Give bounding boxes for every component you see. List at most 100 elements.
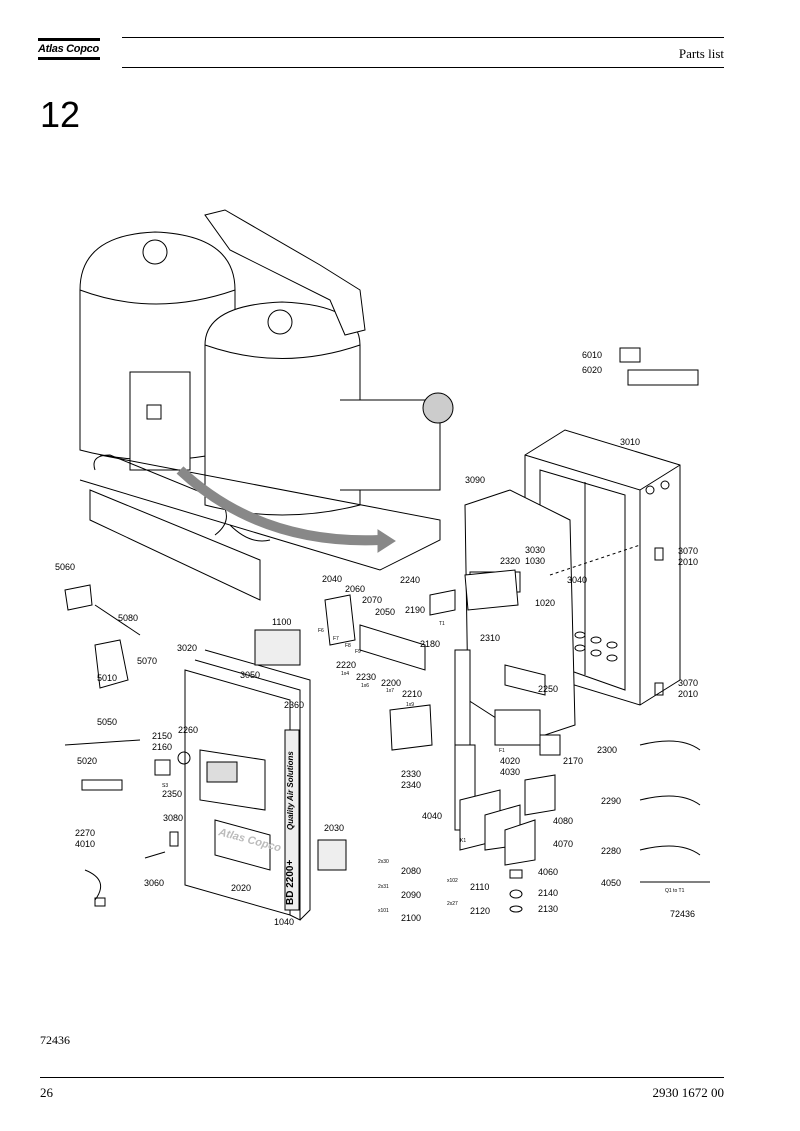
part-label: 3020 <box>177 643 197 653</box>
header-rule-top <box>122 37 724 38</box>
part-label: 3070 <box>678 546 698 556</box>
part-label: 2330 <box>401 769 421 779</box>
part-label: 2280 <box>601 846 621 856</box>
part-label: 2150 <box>152 731 172 741</box>
small-mark: F6 <box>318 628 324 634</box>
part-label: 6020 <box>582 365 602 375</box>
part-label: 2140 <box>538 888 558 898</box>
part-label: 2230 <box>356 672 376 682</box>
small-mark: F1 <box>499 748 505 754</box>
part-label: 2160 <box>152 742 172 752</box>
panel-quality-text: Quality Air Solutions <box>286 751 295 830</box>
part-label: 3070 <box>678 678 698 688</box>
part-label: 1040 <box>274 917 294 927</box>
part-label: 2010 <box>678 557 698 567</box>
small-mark: F9 <box>355 649 361 655</box>
part-label: 2050 <box>375 607 395 617</box>
part-label: 2240 <box>400 575 420 585</box>
part-label: 3010 <box>620 437 640 447</box>
part-label: 4020 <box>500 756 520 766</box>
small-mark: 2x30 <box>378 859 389 865</box>
small-mark: T1 <box>439 621 445 627</box>
part-label: 4060 <box>538 867 558 877</box>
part-label: 4030 <box>500 767 520 777</box>
figure-id: 72436 <box>670 909 695 919</box>
part-label: 2030 <box>324 823 344 833</box>
flow-arrow <box>176 466 381 546</box>
part-label: 2350 <box>162 789 182 799</box>
small-mark: 1x7 <box>386 688 394 694</box>
small-mark: 1x9 <box>406 702 414 708</box>
part-label: 2180 <box>420 639 440 649</box>
part-label: 5020 <box>77 756 97 766</box>
part-label: 2130 <box>538 904 558 914</box>
part-label: 2320 <box>500 556 520 566</box>
small-mark: 1x4 <box>341 671 349 677</box>
part-label: 2220 <box>336 660 356 670</box>
part-label: 2300 <box>597 745 617 755</box>
part-label: 3030 <box>525 545 545 555</box>
part-label: 1100 <box>272 617 291 627</box>
part-label: 1020 <box>535 598 555 608</box>
logo-text: Atlas Copco <box>38 43 99 55</box>
small-mark: 1x6 <box>361 683 369 689</box>
small-mark: F8 <box>345 643 351 649</box>
small-mark: Q1 to T1 <box>665 888 685 894</box>
part-label: 2360 <box>284 700 304 710</box>
part-label: 3040 <box>567 575 587 585</box>
part-label: 5080 <box>118 613 138 623</box>
part-label: 2120 <box>470 906 490 916</box>
part-label: 2090 <box>401 890 421 900</box>
part-label: 4010 <box>75 839 95 849</box>
small-mark: K1 <box>460 838 466 844</box>
small-mark: 2x27 <box>447 901 458 907</box>
part-label: 2200 <box>381 678 401 688</box>
logo-bar <box>38 38 100 41</box>
part-label: 2310 <box>480 633 500 643</box>
part-label: 3060 <box>144 878 164 888</box>
page-title: Parts list <box>678 46 724 61</box>
part-label: 4080 <box>553 816 573 826</box>
part-label: 2170 <box>563 756 583 766</box>
small-mark: 2x31 <box>378 884 389 890</box>
document-number: 2930 1672 00 <box>652 1085 725 1100</box>
section-number: 12 <box>40 94 81 135</box>
part-label: 4070 <box>553 839 573 849</box>
part-label: 6010 <box>582 350 602 360</box>
part-label: 2070 <box>362 595 382 605</box>
part-label: 1030 <box>525 556 545 566</box>
part-label: 2020 <box>231 883 251 893</box>
small-mark: x101 <box>378 908 389 914</box>
arrow-head <box>377 529 396 553</box>
page-number: 26 <box>40 1085 53 1100</box>
part-label: 2290 <box>601 796 621 806</box>
footer-rule <box>40 1077 724 1078</box>
small-mark: x102 <box>447 878 458 884</box>
figure-reference: 72436 <box>40 1033 70 1047</box>
part-label: 2250 <box>538 684 558 694</box>
logo-bar <box>38 57 100 60</box>
part-label: 3080 <box>163 813 183 823</box>
part-label: 5070 <box>137 656 157 666</box>
part-label: 4050 <box>601 878 621 888</box>
small-mark: S3 <box>162 783 168 789</box>
part-label: 3090 <box>465 475 485 485</box>
part-label: 2260 <box>178 725 198 735</box>
door-panel <box>184 649 311 921</box>
part-label: 2010 <box>678 689 698 699</box>
dryer-unit-illustration <box>79 209 454 601</box>
part-label: 5060 <box>55 562 75 572</box>
part-label: 5050 <box>97 717 117 727</box>
part-label: 2040 <box>322 574 342 584</box>
part-label: 2060 <box>345 584 365 594</box>
part-label: 2270 <box>75 828 95 838</box>
part-label: 4040 <box>422 811 442 821</box>
part-label: 2100 <box>401 913 421 923</box>
part-label: 2190 <box>405 605 425 615</box>
part-label: 5010 <box>97 673 117 683</box>
part-label: 2080 <box>401 866 421 876</box>
header-rule-bottom <box>122 67 724 68</box>
panel-model-text: BD 2200+ <box>285 860 296 905</box>
components <box>64 347 710 913</box>
